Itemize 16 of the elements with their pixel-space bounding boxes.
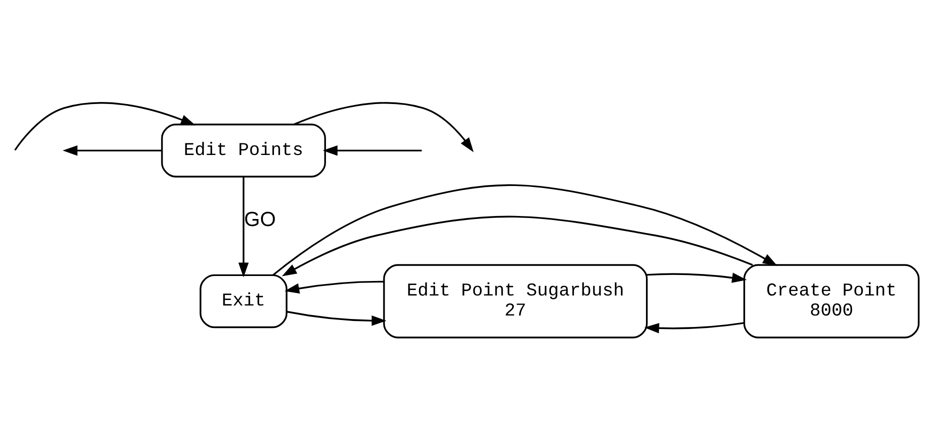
node-box: Edit Point Sugarbush 27 (383, 264, 648, 338)
arrow (294, 102, 474, 152)
arrow (644, 322, 744, 333)
arrow (14, 102, 196, 150)
arrow (238, 176, 249, 277)
arrow (286, 310, 386, 326)
node-box: Create Point 8000 (743, 264, 920, 338)
arrow (62, 144, 162, 156)
arrow (272, 184, 778, 276)
arrow (282, 215, 753, 276)
node-box: Edit Points (161, 123, 326, 177)
arrow (322, 144, 422, 156)
arrow (284, 280, 384, 294)
arrow (646, 272, 747, 282)
node-box: Exit (200, 274, 288, 328)
edge-label: GO (244, 208, 276, 230)
